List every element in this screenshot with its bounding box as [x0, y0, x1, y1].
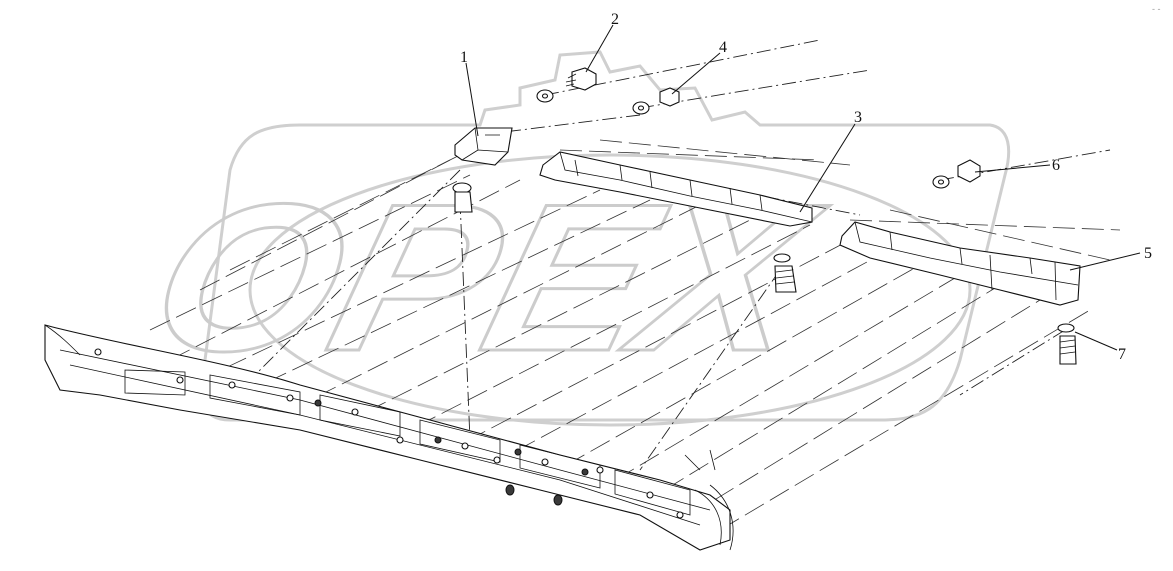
callout-6: 6: [1052, 157, 1060, 174]
part-3-rail: [539, 151, 813, 227]
part-6-bolt: [932, 159, 981, 189]
roof-cross-member: [44, 324, 734, 551]
part-2-bolt: [536, 67, 597, 103]
part-4-bolt: [632, 87, 680, 115]
callout-4: 4: [719, 39, 727, 56]
part-1-bracket: [454, 127, 513, 166]
callouts: 1 2 3 4 5 6 7: [460, 11, 1152, 363]
callout-1: 1: [460, 49, 468, 66]
part-5-rail: [839, 221, 1081, 306]
part-7-bolt: [1057, 323, 1077, 365]
leader-lines: [465, 24, 1141, 351]
clip-middle: [773, 253, 797, 293]
callout-5: 5: [1144, 245, 1152, 262]
corner-mark: - -: [1152, 4, 1161, 14]
callout-3: 3: [854, 109, 862, 126]
clip-left: [452, 182, 473, 213]
callout-2: 2: [611, 11, 619, 28]
projection-lines: [149, 139, 1121, 531]
callout-7: 7: [1118, 346, 1126, 363]
watermark-oval: [248, 153, 972, 427]
